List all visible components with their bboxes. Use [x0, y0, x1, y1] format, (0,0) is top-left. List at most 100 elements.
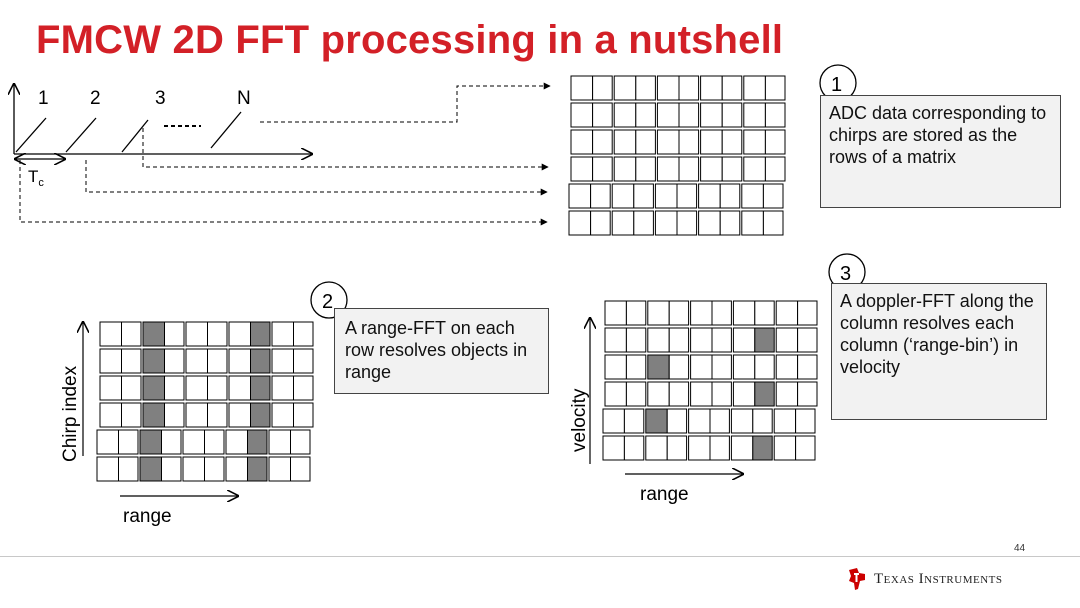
matrix-cell	[604, 381, 627, 407]
doppler-fft-matrix	[602, 300, 818, 461]
matrix-cell	[604, 327, 627, 353]
matrix-cell	[797, 381, 818, 407]
matrix-cell	[719, 210, 741, 236]
matrix-cell	[570, 75, 594, 101]
slide-title: FMCW 2D FFT processing in a nutshell	[36, 18, 784, 62]
matrix-cell	[293, 375, 314, 401]
matrix-cell	[185, 402, 208, 428]
matrix-cell	[613, 102, 637, 128]
matrix-cell	[656, 102, 680, 128]
matrix-cell	[635, 156, 656, 182]
matrix-cell-shaded	[142, 348, 165, 374]
step-1-note: ADC data corresponding to chirps are sto…	[820, 95, 1061, 208]
footer-divider	[0, 556, 1080, 557]
matrix-cell	[797, 327, 818, 353]
matrix-cell	[719, 183, 741, 209]
matrix-cell	[721, 129, 743, 155]
matrix-cell	[271, 348, 294, 374]
matrix-cell	[656, 75, 680, 101]
matrix-cell	[678, 75, 700, 101]
matrix-cell	[568, 210, 592, 236]
matrix-cell	[764, 75, 786, 101]
matrix-cell	[99, 348, 122, 374]
matrix-cell	[775, 381, 799, 407]
matrix-cell-shaded	[645, 408, 668, 434]
matrix-cell	[647, 381, 670, 407]
matrix-cell	[613, 129, 637, 155]
matrix-cell	[698, 210, 721, 236]
matrix-cell-shaded	[142, 402, 165, 428]
chirp-label: 2	[90, 88, 101, 109]
matrix-cell	[762, 210, 784, 236]
matrix-cell	[268, 429, 291, 455]
chirp-ramp	[210, 111, 242, 149]
matrix-cell	[668, 354, 690, 380]
velocity-label: velocity	[569, 388, 590, 452]
matrix-cell	[96, 429, 119, 455]
matrix-cell	[741, 210, 764, 236]
matrix-cell	[625, 327, 647, 353]
matrix-cell	[164, 348, 185, 374]
matrix2-axes: Chirp index range	[60, 322, 238, 527]
matrix-cell	[732, 327, 756, 353]
matrix-cell	[690, 300, 713, 326]
matrix-cell-shaded	[754, 381, 775, 407]
row-mapping-arrow	[85, 160, 548, 196]
matrix-cell	[654, 183, 678, 209]
matrix-cell-shaded	[250, 375, 271, 401]
matrix-cell	[611, 183, 635, 209]
matrix-cell	[700, 129, 723, 155]
matrix-cell	[613, 75, 637, 101]
matrix-cell	[764, 156, 786, 182]
matrix-cell	[775, 300, 799, 326]
matrix-cell	[666, 408, 688, 434]
matrix-cell	[118, 429, 139, 455]
matrix-cell	[700, 102, 723, 128]
matrix-cell	[775, 354, 799, 380]
matrix-cell	[709, 408, 730, 434]
matrix-cell	[164, 375, 185, 401]
matrix-cell	[647, 327, 670, 353]
ti-logo-icon	[849, 568, 865, 590]
matrix-cell-shaded	[142, 321, 165, 347]
matrix-cell	[797, 354, 818, 380]
chirp-ramp	[121, 119, 149, 153]
matrix-cell	[635, 129, 656, 155]
matrix-cell	[623, 408, 645, 434]
step-1-text: ADC data corresponding to chirps are sto…	[829, 103, 1047, 167]
matrix-cell	[293, 321, 314, 347]
chirp-label: 3	[155, 88, 166, 109]
matrix-cell	[99, 402, 122, 428]
matrix-cell-shaded	[754, 327, 775, 353]
chirp-period-label: Tc	[28, 167, 44, 189]
matrix-cell	[121, 375, 142, 401]
matrix-cell	[743, 102, 766, 128]
matrix-cell	[164, 321, 185, 347]
matrix-cell	[625, 354, 647, 380]
matrix-cell	[207, 402, 228, 428]
matrix-cell	[635, 102, 656, 128]
matrix-cell	[121, 402, 142, 428]
matrix-cell	[121, 321, 142, 347]
chirp-label: 1	[38, 88, 49, 109]
matrix-cell	[207, 375, 228, 401]
matrix-cell	[164, 402, 185, 428]
step-2-text: A range-FFT on each row resolves objects…	[345, 318, 528, 382]
matrix-cell	[185, 321, 208, 347]
matrix-cell	[633, 210, 654, 236]
matrix-cell	[590, 210, 611, 236]
matrix-cell	[730, 408, 754, 434]
step-3-text: A doppler-FFT along the column resolves …	[840, 291, 1034, 377]
matrix-cell	[182, 429, 205, 455]
matrix-cell	[96, 456, 119, 482]
matrix-cell	[204, 456, 225, 482]
matrix-cell	[633, 183, 654, 209]
matrix-cell	[623, 435, 645, 461]
matrix-cell	[225, 456, 248, 482]
matrix-cell	[676, 210, 698, 236]
matrix-cell	[647, 300, 670, 326]
step-2-note: A range-FFT on each row resolves objects…	[334, 308, 549, 394]
matrix-cell	[645, 435, 668, 461]
matrix-cell	[773, 435, 797, 461]
matrix-cell	[207, 348, 228, 374]
